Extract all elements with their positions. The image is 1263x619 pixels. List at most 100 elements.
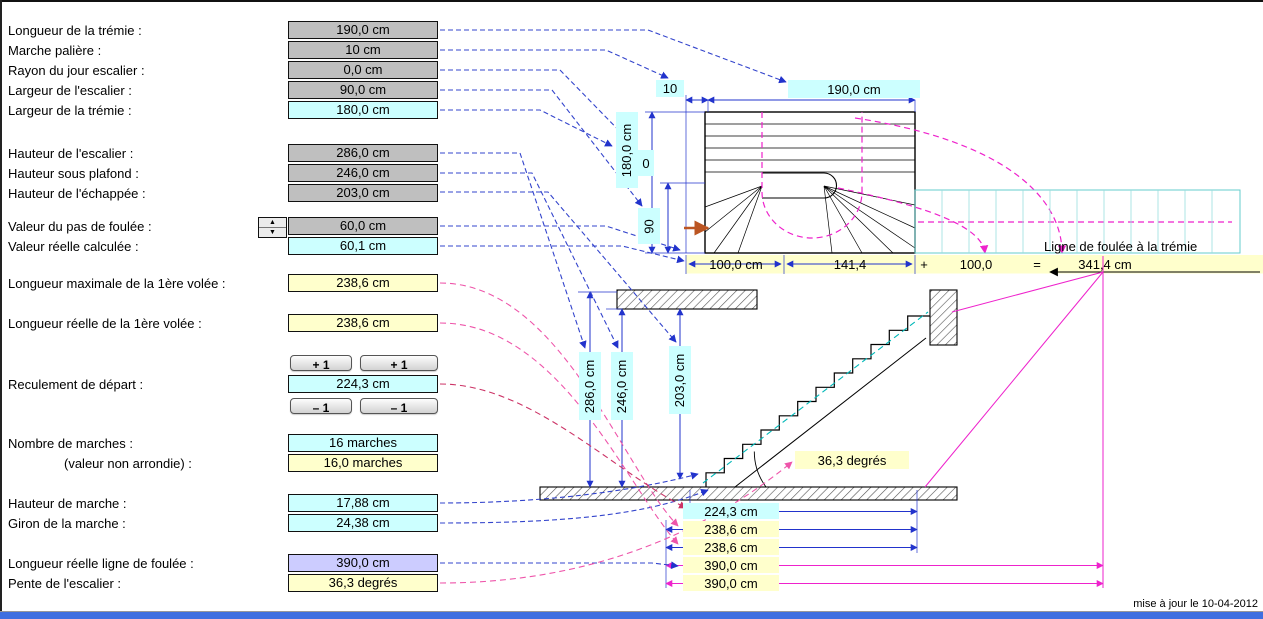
elev-dim-203: 203,0 cm — [669, 346, 691, 414]
field-label: Giron de la marche : — [8, 516, 126, 531]
field-row: Reculement de départ : 224,3 cm — [0, 375, 460, 394]
sum-dimensions — [685, 255, 916, 274]
field-label: Longueur réelle ligne de foulée : — [8, 556, 194, 571]
increment-button-b[interactable]: + 1 — [360, 355, 438, 372]
field-label: Hauteur sous plafond : — [8, 166, 139, 181]
field-valeur-reelle: 60,1 cm — [288, 237, 438, 255]
elevation-structure — [539, 289, 958, 501]
plan-dim-0: 0 — [638, 150, 654, 176]
sum-seg3: 100,0 — [959, 256, 993, 272]
field-row: Largeur de l'escalier : 90,0 cm — [0, 81, 460, 100]
field-row: Hauteur de l'échappée : 203,0 cm — [0, 184, 460, 203]
field-label: Hauteur de l'escalier : — [8, 146, 134, 161]
field-label: Hauteur de marche : — [8, 496, 127, 511]
field-row: Nombre de marches : 16 marches — [0, 434, 460, 453]
field-pente: 36,3 degrés — [288, 574, 438, 592]
stepper-up-icon[interactable]: ▲ — [259, 218, 286, 228]
elev-dim-volee-max: 238,6 cm — [683, 521, 779, 537]
field-row: Longueur réelle de la 1ère volée : 238,6… — [0, 314, 460, 333]
field-rayon-jour[interactable]: 0,0 cm — [288, 61, 438, 79]
window-top-edge — [0, 0, 1263, 2]
field-label: Longueur réelle de la 1ère volée : — [8, 316, 202, 331]
plan-dimensions — [645, 95, 916, 254]
field-label: Valeur réelle calculée : — [8, 239, 139, 254]
field-giron: 24,38 cm — [288, 514, 438, 532]
elev-angle-label: 36,3 degrés — [795, 451, 909, 469]
elev-dim-390-a: 390,0 cm — [683, 557, 779, 573]
field-label: Marche palière : — [8, 43, 102, 58]
field-label: Largeur de la trémie : — [8, 103, 132, 118]
sum-total: 341,4 cm — [1078, 256, 1132, 272]
update-note: mise à jour le 10-04-2012 — [1133, 598, 1258, 610]
increment-button-a[interactable]: + 1 — [290, 355, 352, 372]
field-label: (valeur non arrondie) : — [64, 456, 192, 471]
pas-foulee-stepper[interactable]: ▲ ▼ — [258, 217, 287, 238]
stepper-down-icon[interactable]: ▼ — [269, 229, 276, 236]
field-label: Valeur du pas de foulée : — [8, 219, 152, 234]
field-label: Reculement de départ : — [8, 377, 144, 392]
field-hauteur-plafond[interactable]: 246,0 cm — [288, 164, 438, 182]
field-label: Longueur maximale de la 1ère volée : — [8, 276, 226, 291]
plan-walkline — [761, 112, 1232, 254]
field-hauteur-escalier[interactable]: 286,0 cm — [288, 144, 438, 162]
field-row: Hauteur de marche : 17,88 cm — [0, 494, 460, 513]
plan-view — [704, 111, 916, 254]
field-row: Hauteur de l'escalier : 286,0 cm — [0, 144, 460, 163]
sum-plus: + — [920, 256, 928, 272]
decrement-button-a[interactable]: – 1 — [290, 398, 352, 415]
plan-dim-190: 190,0 cm — [788, 80, 920, 98]
field-longueur-tremie[interactable]: 190,0 cm — [288, 21, 438, 39]
field-row: Longueur de la trémie : 190,0 cm — [0, 21, 460, 40]
field-pas-foulee[interactable]: 60,0 cm — [288, 217, 438, 235]
field-nombre-marches: 16 marches — [288, 434, 438, 452]
sum-seg2: 141,4 — [833, 256, 867, 272]
field-row: Rayon du jour escalier : 0,0 cm — [0, 61, 460, 80]
elev-dim-246: 246,0 cm — [611, 352, 633, 420]
field-label: Pente de l'escalier : — [8, 576, 122, 591]
field-row: Valeur réelle calculée : 60,1 cm — [0, 237, 460, 256]
plan-dim-180: 180,0 cm — [616, 112, 638, 188]
field-row: Longueur réelle ligne de foulée : 390,0 … — [0, 554, 460, 573]
field-row: Hauteur sous plafond : 246,0 cm — [0, 164, 460, 183]
field-hauteur-echappee[interactable]: 203,0 cm — [288, 184, 438, 202]
field-row: Longueur maximale de la 1ère volée : 238… — [0, 274, 460, 293]
elev-dim-volee-reelle: 238,6 cm — [683, 539, 779, 555]
field-label: Hauteur de l'échappée : — [8, 186, 146, 201]
field-hauteur-marche: 17,88 cm — [288, 494, 438, 512]
window-left-edge — [0, 0, 2, 619]
field-row: Marche palière : 10 cm — [0, 41, 460, 60]
elev-dim-390-b: 390,0 cm — [683, 575, 779, 591]
elevation-stairs — [705, 315, 930, 488]
plan-dim-90: 90 — [638, 208, 660, 244]
window-bottom-line — [0, 611, 1263, 612]
taskbar-strip — [0, 612, 1263, 619]
field-row: Largeur de la trémie : 180,0 cm — [0, 101, 460, 120]
sum-equals: = — [1033, 256, 1041, 272]
tremie-band — [914, 189, 1241, 254]
decrement-button-b[interactable]: – 1 — [360, 398, 438, 415]
field-label: Nombre de marches : — [8, 436, 133, 451]
field-row: Giron de la marche : 24,38 cm — [0, 514, 460, 533]
field-longueur-max-volee: 238,6 cm — [288, 274, 438, 292]
field-largeur-tremie: 180,0 cm — [288, 101, 438, 119]
plan-dim-10: 10 — [656, 80, 684, 97]
connector-lines-pink — [439, 282, 793, 584]
sum-seg1: 100,0 cm — [709, 256, 763, 272]
field-marches-non-arrondie: 16,0 marches — [288, 454, 438, 472]
field-marche-paliere[interactable]: 10 cm — [288, 41, 438, 59]
pitch-line — [702, 311, 929, 484]
elev-dim-recul: 224,3 cm — [683, 503, 779, 519]
walkline-caption: Ligne de foulée à la trémie — [1044, 239, 1198, 254]
field-label: Rayon du jour escalier : — [8, 63, 145, 78]
connector-lines-blue — [439, 29, 787, 570]
elev-dim-286: 286,0 cm — [579, 352, 601, 420]
field-label: Longueur de la trémie : — [8, 23, 142, 38]
field-label: Largeur de l'escalier : — [8, 83, 132, 98]
sum-band — [686, 255, 1263, 274]
field-row: (valeur non arrondie) : 16,0 marches — [0, 454, 460, 473]
field-longueur-reelle-volee: 238,6 cm — [288, 314, 438, 332]
field-reculement: 224,3 cm — [288, 375, 438, 393]
field-largeur-escalier[interactable]: 90,0 cm — [288, 81, 438, 99]
field-row: Valeur du pas de foulée : 60,0 cm — [0, 217, 460, 236]
